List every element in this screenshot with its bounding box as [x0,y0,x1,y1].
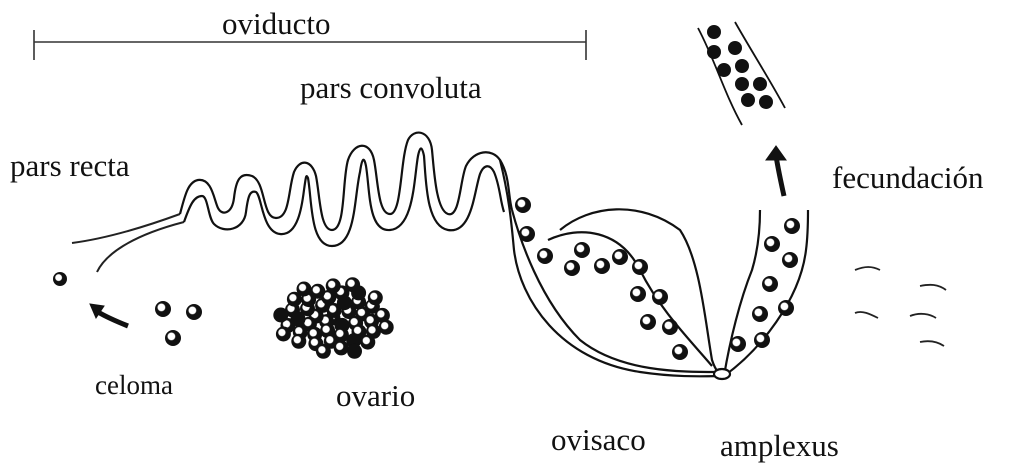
label-pars-convoluta: pars convoluta [300,72,482,103]
pars-recta-tube [72,214,184,272]
ovisaco-sac [500,160,724,376]
ovary-egg [326,278,341,293]
fecundacion-arrow-icon [766,146,786,196]
label-fecundacion: fecundación [832,162,983,193]
ovary-egg [273,308,288,323]
ovary-egg [291,334,306,349]
label-amplexus: amplexus [720,430,839,461]
ovary-egg [368,290,383,305]
label-pars-recta: pars recta [10,150,130,181]
celoma-arrow-icon [90,304,128,326]
uterus-arm [714,210,808,379]
eggs-in-ovisaco [515,197,688,360]
celoma-eggs [53,272,202,346]
ovary-egg [347,344,362,359]
sperm-icons [855,267,946,346]
label-ovario: ovario [336,380,415,411]
ovario-cluster [273,277,393,359]
ovary-egg [360,335,375,350]
ovary-egg [310,284,325,299]
ovary-egg [297,282,312,297]
label-ovisaco: ovisaco [551,424,646,455]
eggs-in-uterus [730,218,800,352]
ovary-egg [334,340,349,355]
label-oviducto: oviducto [222,8,331,39]
ovary-egg [379,320,394,335]
ovary-egg [276,327,291,342]
fertilized-eggs [707,25,773,109]
label-celoma: celoma [95,372,173,399]
pars-convoluta-tube [180,133,512,246]
ovary-egg [316,344,331,359]
ovary-egg [345,277,360,292]
